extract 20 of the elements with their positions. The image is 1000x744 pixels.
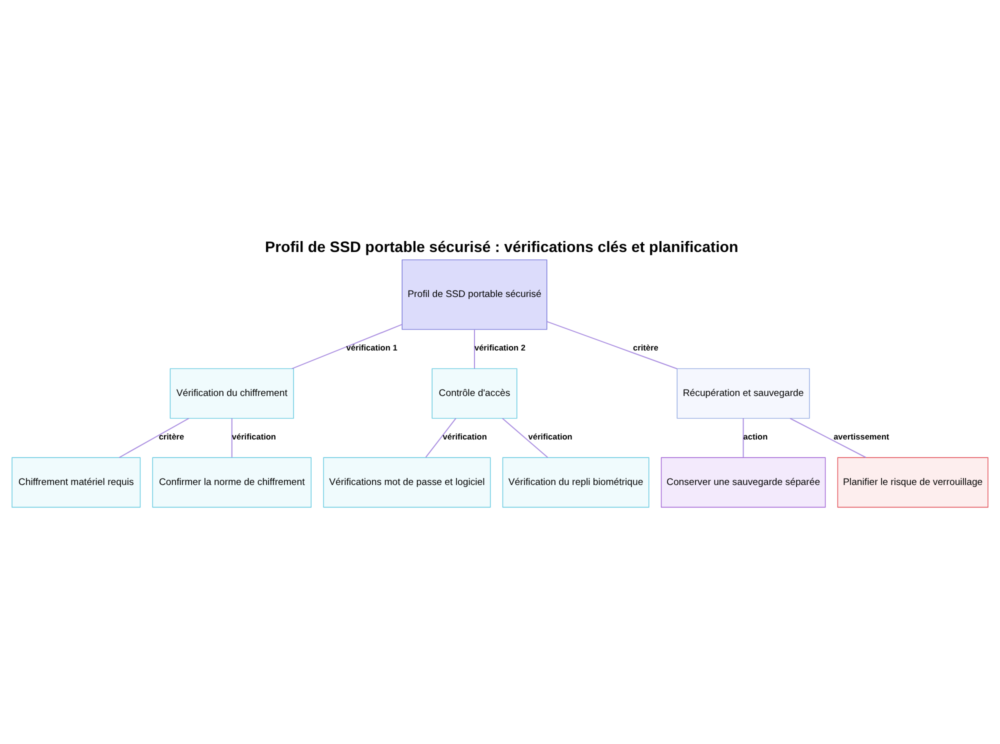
node-box: Confirmer la norme de chiffrement: [152, 456, 312, 508]
connector: [790, 417, 866, 458]
connector: [474, 329, 476, 368]
node-box: Contrôle d'accès: [432, 368, 518, 418]
connector: [546, 320, 678, 369]
node-box: Conserver une sauvegarde séparée: [660, 456, 826, 508]
connector: [425, 418, 456, 458]
node-box: Chiffrement matériel requis: [12, 456, 141, 508]
node-box: Vérification du repli biométrique: [502, 456, 650, 508]
node-box: Vérification du chiffrement: [170, 368, 294, 418]
node-box: Profil de SSD portable sécurisé: [402, 258, 548, 330]
connector: [231, 418, 232, 457]
connector: [292, 323, 402, 369]
diagram-title: Profil de SSD portable sécurisé : vérifications clés et planification: [264, 238, 738, 256]
connector: [118, 417, 190, 458]
connector: [502, 417, 548, 458]
connector: [742, 418, 744, 457]
node-box: Vérifications mot de passe et logiciel: [323, 456, 491, 508]
node-box: Récupération et sauvegarde: [676, 368, 810, 418]
node-box: Planifier le risque de verrouillage: [837, 456, 988, 508]
